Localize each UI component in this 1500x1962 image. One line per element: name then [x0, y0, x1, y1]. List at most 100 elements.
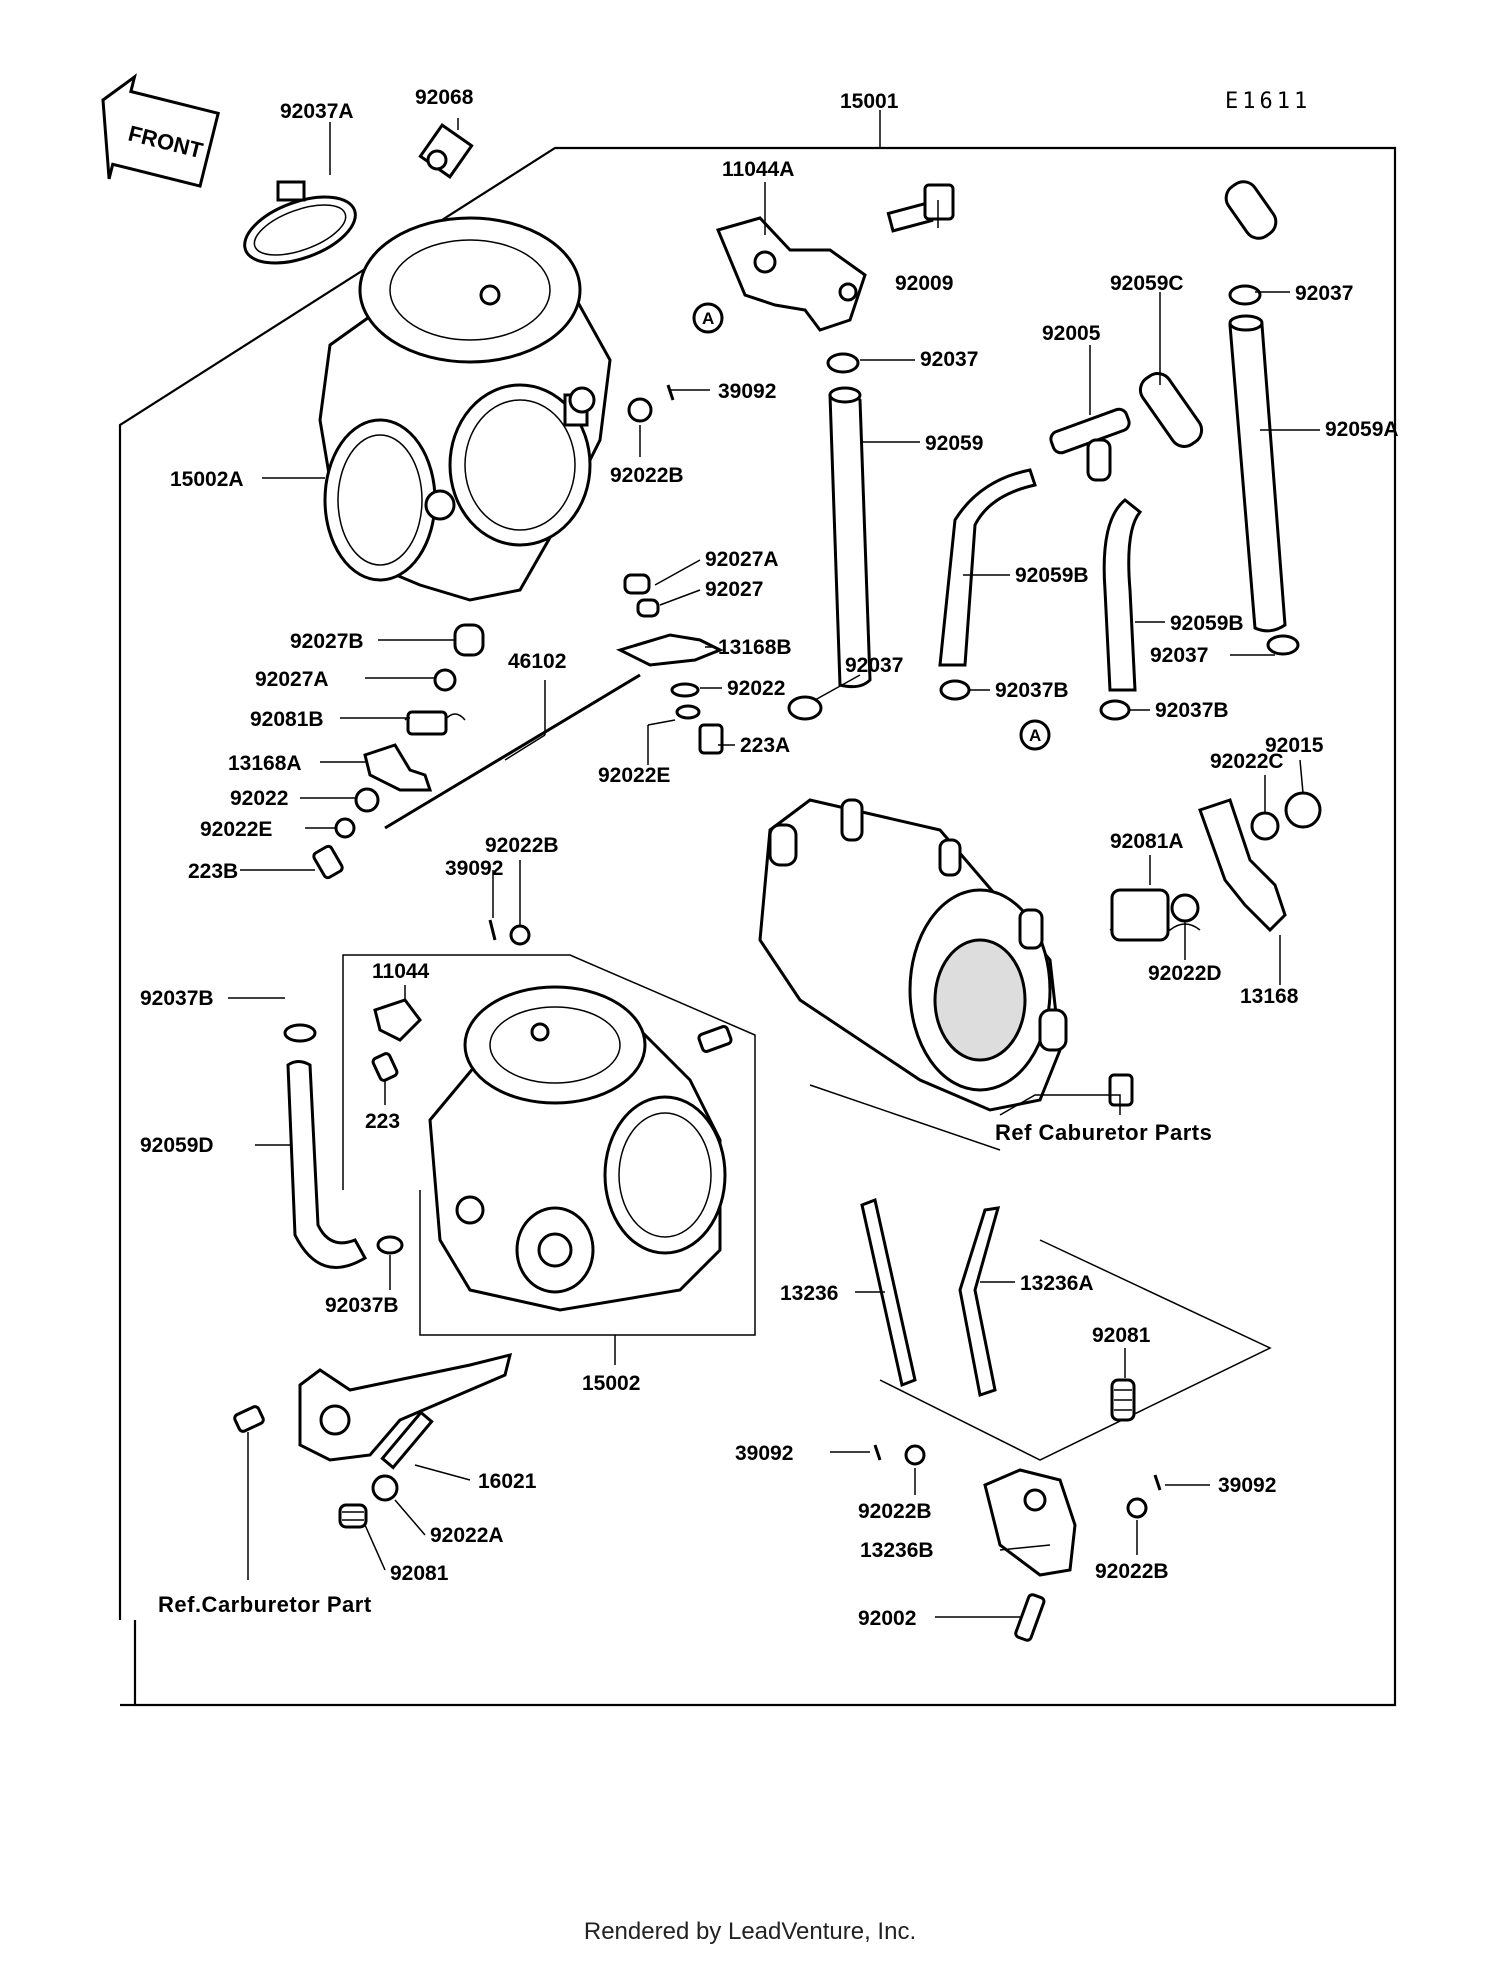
label-13168: 13168: [1240, 985, 1299, 1008]
label-15002: 15002: [582, 1372, 640, 1395]
label-13236A: 13236A: [1020, 1272, 1094, 1295]
drawing-code: E1611: [1225, 89, 1311, 114]
clip-39092-bl-icon: [873, 1444, 882, 1461]
front-arrow-icon: FRONT: [101, 73, 221, 188]
label-39092-bottom-right: 39092: [1218, 1474, 1276, 1497]
label-223A: 223A: [740, 734, 790, 757]
label-92022-left: 92022: [230, 787, 288, 810]
bracket-11044-icon: [373, 998, 422, 1042]
label-92009: 92009: [895, 272, 953, 295]
cap-92027-icon: [636, 598, 660, 618]
washer-92022A-icon: [371, 1474, 399, 1502]
label-92027A-left: 92027A: [255, 668, 329, 691]
hose-92059D-icon: [286, 1060, 368, 1269]
lever-13236B-icon: [983, 1468, 1077, 1577]
label-ref-caburetor-parts: Ref Caburetor Parts: [995, 1120, 1212, 1145]
label-92059: 92059: [925, 432, 983, 455]
rod-46102-icon: [384, 673, 641, 830]
label-11044: 11044: [372, 960, 430, 983]
label-13168B: 13168B: [718, 636, 792, 659]
clip-92037-mid-icon: [826, 352, 860, 374]
label-92022B-bottom-right: 92022B: [1095, 1560, 1169, 1583]
label-92059D: 92059D: [140, 1134, 214, 1157]
nut-92015-icon: [1284, 791, 1322, 829]
label-92081A: 92081A: [1110, 830, 1184, 853]
spring-92081A-icon: [1109, 888, 1201, 942]
label-92022C: 92022C: [1210, 750, 1284, 773]
hose-92059B-2-icon: [1102, 498, 1143, 692]
carburetor-upper-15002A-icon: [318, 216, 612, 602]
washer-92022-left-icon: [354, 787, 380, 813]
washer-92022C-icon: [1250, 811, 1280, 841]
lever-13168B-icon: [615, 633, 724, 667]
clip-92037B-left-icon: [283, 1023, 317, 1043]
label-13236: 13236: [780, 1282, 838, 1305]
washer-92022B-br-icon: [1126, 1497, 1148, 1519]
label-92068: 92068: [415, 86, 474, 109]
marker-a-top: A: [692, 302, 724, 334]
carburetor-15002-frame: [342, 954, 756, 1336]
label-92022E-left: 92022E: [200, 818, 272, 841]
hose-92059C-icon: [1138, 180, 1278, 448]
label-92022B-bottom-left: 92022B: [858, 1500, 932, 1523]
label-39092-top: 39092: [718, 380, 776, 403]
spring-92081B-icon: [404, 710, 466, 736]
label-92037-mid: 92037: [920, 348, 978, 371]
throttle-lever-16021-icon: [298, 1352, 513, 1470]
label-92081-right: 92081: [1092, 1324, 1151, 1347]
label-92081B: 92081B: [250, 708, 324, 731]
washer-92022E-left-icon: [334, 817, 356, 839]
clip-92037B-2-icon: [1099, 699, 1131, 721]
clip-92037B-bottom-icon: [376, 1235, 404, 1255]
carburetor-right-ref-icon: [758, 798, 1068, 1112]
spring-92081-right-icon: [1110, 1378, 1136, 1422]
part-labels: 92037A 92068 15001 11044A 92009 92059C 9…: [140, 86, 1399, 1630]
label-92022B-top: 92022B: [610, 464, 684, 487]
cap-92068-icon: [418, 123, 474, 179]
label-11044A: 11044A: [722, 158, 794, 181]
label-92037A: 92037A: [280, 100, 354, 123]
label-46102: 46102: [508, 650, 566, 673]
screw-ref-bottom-icon: [233, 1405, 265, 1433]
label-223: 223: [365, 1110, 400, 1133]
cap-92027A-right-icon: [623, 573, 651, 595]
washer-92022B-top-icon: [627, 397, 653, 423]
lever-13168A-icon: [363, 743, 433, 792]
label-39092-bottom-left: 39092: [735, 1442, 793, 1465]
label-92037-l2: 92037: [845, 654, 903, 677]
label-15001: 15001: [840, 90, 899, 113]
label-92059C: 92059C: [1110, 272, 1184, 295]
hose-clamp-92037A-icon: [243, 180, 357, 265]
link-rod-13236-icon: [860, 1197, 917, 1388]
screw-ref-left-icon: [697, 1025, 733, 1053]
label-92037B-bottom: 92037B: [325, 1294, 399, 1317]
clip-92037-top-right-icon: [1228, 284, 1262, 306]
clip-39092-top-icon: [666, 384, 675, 401]
footer-credit: Rendered by LeadVenture, Inc.: [583, 1918, 917, 1945]
label-ref-carburetor-part: Ref.Carburetor Part: [158, 1592, 372, 1617]
label-92037B-1: 92037B: [995, 679, 1069, 702]
hose-92059-icon: [828, 386, 872, 689]
marker-a-mid: A: [1019, 719, 1051, 751]
label-92037B-2: 92037B: [1155, 699, 1229, 722]
label-92059A: 92059A: [1325, 418, 1399, 441]
label-15002A: 15002A: [170, 468, 244, 491]
link-frame: [879, 1239, 1272, 1461]
label-92037-r2: 92037: [1150, 644, 1208, 667]
clip-39092-br-icon: [1153, 1474, 1162, 1491]
washer-92022D-icon: [1170, 893, 1200, 923]
label-92005: 92005: [1042, 322, 1101, 345]
screw-223-icon: [371, 1052, 399, 1082]
label-92081-left: 92081: [390, 1562, 449, 1585]
label-92037B-left: 92037B: [140, 987, 214, 1010]
lever-13168-icon: [1198, 798, 1287, 933]
tee-92005-icon: [1049, 407, 1131, 482]
leader-lines: [228, 110, 1320, 1618]
label-92027: 92027: [705, 578, 763, 601]
label-92027B: 92027B: [290, 630, 364, 653]
washer-92022B-bl-icon: [904, 1444, 926, 1466]
hose-92059A-icon: [1228, 314, 1287, 633]
label-92022B-mid: 92022B: [485, 834, 559, 857]
